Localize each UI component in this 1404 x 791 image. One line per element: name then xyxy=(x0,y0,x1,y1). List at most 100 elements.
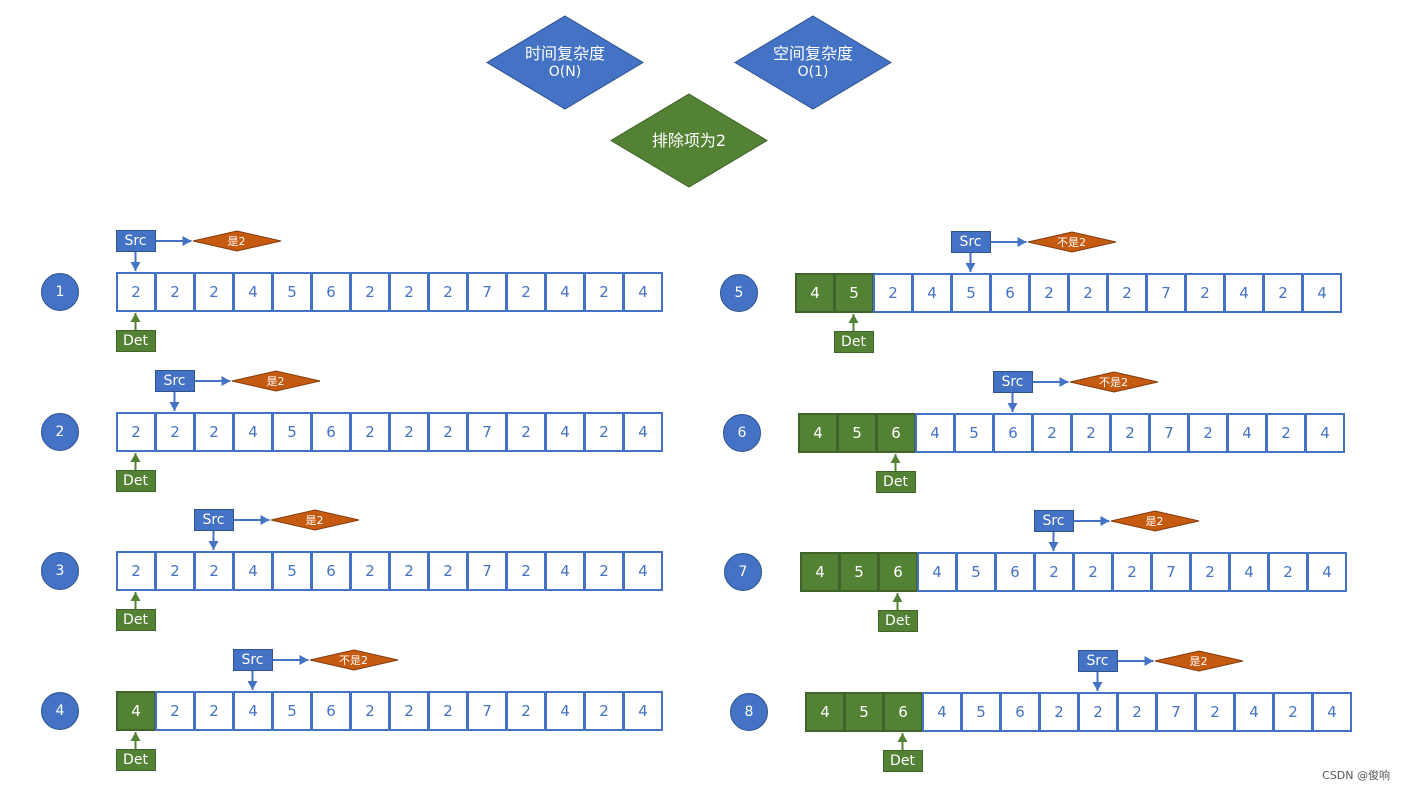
array-cell: 5 xyxy=(272,412,312,452)
array-cell: 4 xyxy=(623,691,663,731)
array-cell: 4 xyxy=(917,552,957,592)
tag-label: 是2 xyxy=(266,375,285,388)
is-two-tag: 是2 xyxy=(231,370,321,392)
array-cell: 4 xyxy=(1229,552,1269,592)
array-cell: 4 xyxy=(545,691,585,731)
tag-diamond-shape xyxy=(270,509,359,531)
tag-diamond-shape xyxy=(1110,510,1199,532)
tag-diamond-shape xyxy=(192,230,281,252)
src-pointer-box: Src xyxy=(154,370,195,392)
kept-array-cell: 6 xyxy=(876,413,916,453)
src-right-arrow xyxy=(155,236,192,246)
array-cell: 4 xyxy=(623,272,663,312)
array-cell: 2 xyxy=(1078,692,1118,732)
exclude-item-label: 排除项为2 xyxy=(651,130,727,150)
src-down-arrow xyxy=(965,253,976,272)
src-right-arrow xyxy=(1117,656,1154,666)
array-cell: 2 xyxy=(584,551,624,591)
step-number-circle: 5 xyxy=(720,274,758,312)
array-cell: 2 xyxy=(1071,413,1111,453)
array-cell: 7 xyxy=(467,412,507,452)
array-cell: 2 xyxy=(1073,552,1113,592)
det-up-arrow xyxy=(130,732,141,749)
kept-array-cell: 4 xyxy=(800,552,840,592)
array-cell: 4 xyxy=(922,692,962,732)
tag-diamond-shape xyxy=(1154,650,1243,672)
space-complexity-diamond: 空间复杂度 O(1) xyxy=(734,15,892,110)
tag-diamond xyxy=(231,370,320,392)
det-up-arrow xyxy=(130,592,141,609)
src-down-arrow xyxy=(130,252,141,271)
is-two-tag: 是2 xyxy=(1110,510,1200,532)
tag-label: 是2 xyxy=(1145,515,1164,528)
array-cell: 2 xyxy=(584,691,624,731)
array-cell: 2 xyxy=(155,691,195,731)
array-cell: 2 xyxy=(1268,552,1308,592)
array-cell: 2 xyxy=(1029,273,1069,313)
kept-array-cell: 6 xyxy=(878,552,918,592)
src-right-arrow-head xyxy=(1017,237,1027,247)
watermark: CSDN @俊响 xyxy=(1322,769,1390,782)
array-cell: 2 xyxy=(389,412,429,452)
kept-array-cell: 5 xyxy=(839,552,879,592)
is-two-tag: 是2 xyxy=(1154,650,1244,672)
step-number-circle: 3 xyxy=(41,552,79,590)
step-number-circle: 8 xyxy=(730,693,768,731)
array-cell: 2 xyxy=(428,551,468,591)
array-cell: 4 xyxy=(623,551,663,591)
kept-array-cell: 4 xyxy=(805,692,845,732)
det-pointer-box: Det xyxy=(877,610,918,632)
kept-array-cell: 6 xyxy=(883,692,923,732)
is-two-tag: 是2 xyxy=(192,230,282,252)
src-right-arrow xyxy=(272,655,309,665)
src-right-arrow xyxy=(233,515,270,525)
src-down-arrow xyxy=(247,671,258,690)
array-cell: 2 xyxy=(350,551,390,591)
det-up-arrow-head xyxy=(897,733,908,742)
array-cell: 2 xyxy=(1112,552,1152,592)
src-right-arrow xyxy=(990,237,1027,247)
src-down-arrow-head xyxy=(965,263,976,272)
array-cell: 4 xyxy=(545,551,585,591)
array-cell: 2 xyxy=(1185,273,1225,313)
src-down-arrow xyxy=(169,392,180,411)
array-cell: 2 xyxy=(1107,273,1147,313)
array-cell: 4 xyxy=(915,413,955,453)
array-cell: 6 xyxy=(311,412,351,452)
src-down-arrow-head xyxy=(130,262,141,271)
array-cell: 2 xyxy=(155,551,195,591)
src-pointer-box: Src xyxy=(992,371,1033,393)
tag-diamond-shape xyxy=(1027,231,1116,253)
array-cell: 2 xyxy=(350,691,390,731)
array-cell: 2 xyxy=(506,691,546,731)
src-down-arrow-head xyxy=(247,681,258,690)
array-cell: 2 xyxy=(873,273,913,313)
kept-array-cell: 5 xyxy=(837,413,877,453)
det-up-arrow xyxy=(892,593,903,610)
src-down-arrow-head xyxy=(1007,403,1018,412)
kept-array-cell: 5 xyxy=(844,692,884,732)
src-down-arrow-head xyxy=(169,402,180,411)
not-two-tag: 不是2 xyxy=(309,649,399,671)
tag-diamond xyxy=(192,230,281,252)
det-up-arrow xyxy=(897,733,908,750)
kept-array-cell: 4 xyxy=(116,691,156,731)
array-cell: 4 xyxy=(1234,692,1274,732)
tag-diamond-shape xyxy=(231,370,320,392)
array-cell: 2 xyxy=(1266,413,1306,453)
det-pointer-box: Det xyxy=(833,331,874,353)
det-pointer-box: Det xyxy=(875,471,916,493)
array-cell: 6 xyxy=(993,413,1033,453)
src-down-arrow-head xyxy=(208,541,219,550)
src-right-arrow xyxy=(1032,377,1069,387)
src-pointer-box: Src xyxy=(232,649,273,671)
array-cell: 2 xyxy=(1188,413,1228,453)
src-pointer-box: Src xyxy=(1033,510,1074,532)
src-right-arrow-head xyxy=(1100,516,1110,526)
src-down-arrow xyxy=(208,531,219,550)
array-cell: 2 xyxy=(155,412,195,452)
array-cell: 2 xyxy=(1195,692,1235,732)
step-number-circle: 1 xyxy=(41,273,79,311)
array-cell: 2 xyxy=(116,272,156,312)
array-cell: 5 xyxy=(272,551,312,591)
